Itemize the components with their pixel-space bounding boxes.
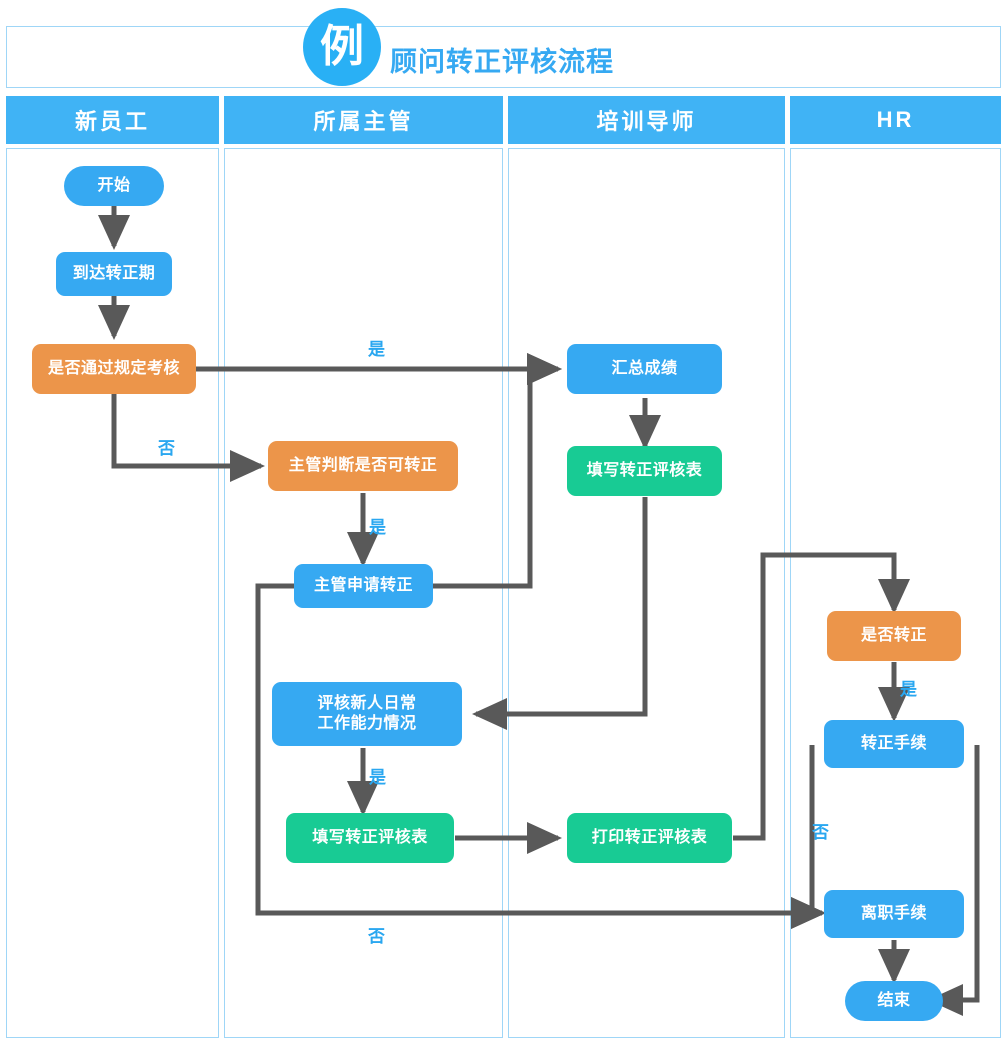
- node-resignation-process[interactable]: 离职手续: [824, 890, 964, 938]
- node-supervisor-apply[interactable]: 主管申请转正: [294, 564, 433, 608]
- lane-header-supervisor[interactable]: 所属主管: [224, 96, 503, 144]
- node-end[interactable]: 结束: [845, 981, 943, 1021]
- lane-header-trainer[interactable]: 培训导师: [508, 96, 785, 144]
- lane-header-label: 新员工: [74, 109, 150, 134]
- lane-header-label: HR: [876, 107, 915, 132]
- title-band: [6, 26, 1001, 88]
- node-hr-decide-regularize[interactable]: 是否转正: [827, 611, 961, 661]
- node-label-line1: 评核新人日常: [317, 695, 417, 712]
- lane-body-trainer: [508, 148, 785, 1038]
- node-start[interactable]: 开始: [64, 166, 164, 206]
- node-label-line2: 工作能力情况: [317, 715, 417, 732]
- node-pass-required-exam[interactable]: 是否通过规定考核: [32, 344, 196, 394]
- edge-label-no-regularize: 否: [812, 823, 829, 842]
- edge-label-yes-reviewdaily: 是: [369, 768, 386, 787]
- node-print-form[interactable]: 打印转正评核表: [567, 813, 732, 863]
- node-summarize-score[interactable]: 汇总成绩: [567, 344, 722, 394]
- edge-label-no-mgrapply: 否: [368, 927, 385, 946]
- page-title: 顾问转正评核流程: [390, 47, 614, 77]
- node-trainer-fill-form[interactable]: 填写转正评核表: [567, 446, 722, 496]
- lane-header-new-employee[interactable]: 新员工: [6, 96, 219, 144]
- edge-label-yes-passexam: 是: [368, 340, 385, 359]
- node-supervisor-fill-form[interactable]: 填写转正评核表: [286, 813, 454, 863]
- edge-label-yes-mgrjudge: 是: [369, 518, 386, 537]
- example-badge-icon: 例: [303, 8, 381, 86]
- node-regularization-process[interactable]: 转正手续: [824, 720, 964, 768]
- node-review-daily-ability[interactable]: 评核新人日常工作能力情况: [272, 682, 462, 746]
- lane-header-hr[interactable]: HR: [790, 96, 1001, 144]
- node-supervisor-judge[interactable]: 主管判断是否可转正: [268, 441, 458, 491]
- lane-header-label: 培训导师: [596, 109, 697, 134]
- lane-header-label: 所属主管: [313, 109, 414, 134]
- edge-label-yes-hrdecide: 是: [900, 680, 917, 699]
- node-arrive-probation-end[interactable]: 到达转正期: [56, 252, 172, 296]
- edge-label-no-passexam: 否: [158, 439, 175, 458]
